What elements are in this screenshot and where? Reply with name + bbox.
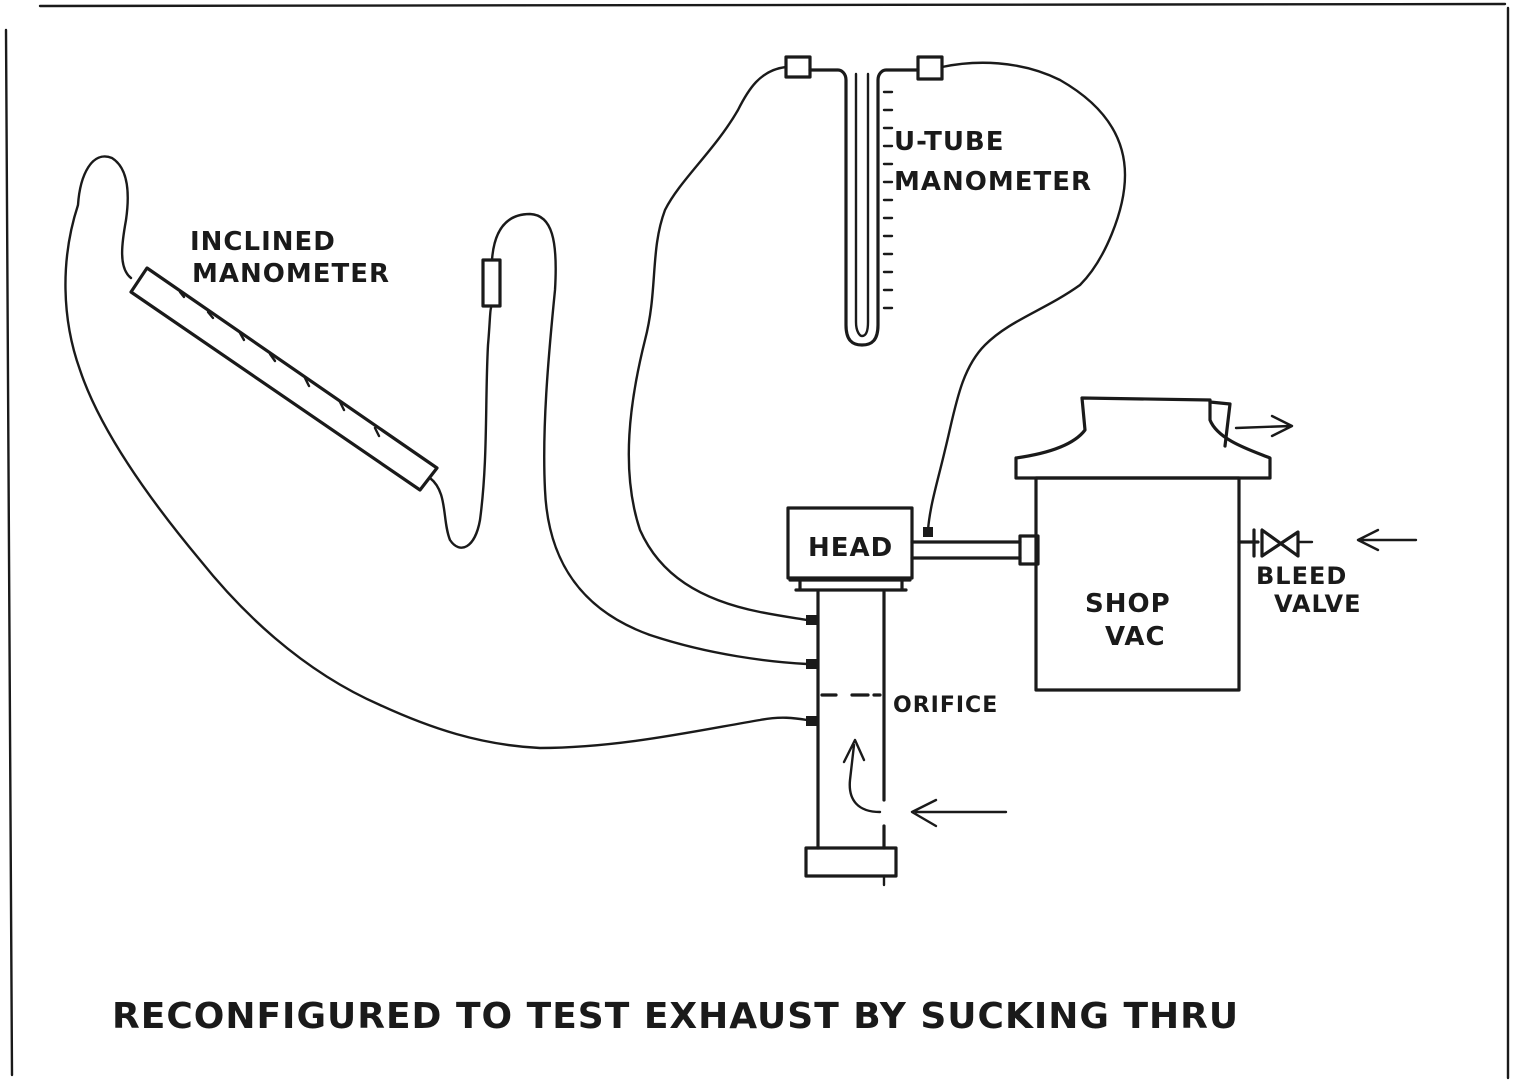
u-tube-scale-ticks	[882, 90, 894, 310]
hose-inclined-to-fitting	[428, 306, 493, 549]
inlet-flow-arrow	[910, 798, 1008, 828]
u-tube-right-coupling	[916, 55, 944, 81]
u-tube-manometer-label-line1: U-TUBE	[894, 127, 1005, 157]
hose-fitting-loop	[490, 212, 809, 666]
hose-utube-right-to-head	[926, 61, 1127, 532]
shop-vac-lid	[1014, 396, 1272, 480]
paper-edge-top	[38, 2, 1507, 8]
u-tube-inner	[854, 72, 870, 338]
shop-vac-body	[1034, 476, 1241, 692]
internal-flow-arrow	[842, 738, 882, 814]
inclined-manometer-label-line2: MANOMETER	[192, 259, 390, 289]
bleed-valve-bowtie	[1260, 528, 1300, 558]
bleed-valve-stub	[1237, 528, 1260, 558]
connecting-pipe	[910, 534, 1040, 566]
exhaust-arrow	[1234, 414, 1294, 438]
head-label: HEAD	[808, 533, 893, 563]
u-tube-glass	[808, 68, 920, 347]
orifice-tube: ORIFICE	[804, 590, 1008, 887]
u-tube-manometer-label-line2: MANOMETER	[894, 167, 1092, 197]
shop-vac-label-line2: VAC	[1105, 622, 1166, 652]
paper-edge-left	[4, 28, 14, 1077]
shop-vac-label-line1: SHOP	[1085, 589, 1171, 619]
inline-fitting	[481, 258, 502, 308]
bleed-valve-label-line1: BLEED	[1256, 562, 1347, 590]
inclined-manometer-tube	[129, 266, 439, 492]
pipe-coupling	[1018, 534, 1040, 566]
tap-lower	[806, 716, 818, 726]
u-tube-manometer	[784, 55, 944, 347]
engine-head: HEAD	[786, 506, 914, 592]
hose-inclined-to-lower-tap	[64, 155, 809, 750]
inclined-manometer	[129, 266, 439, 492]
tap-middle	[806, 659, 818, 669]
head-flange	[788, 578, 912, 592]
shop-vac-exhaust-port	[1208, 400, 1232, 448]
shop-vac: SHOP VAC	[1014, 396, 1294, 692]
bleed-valve-label-line2: VALVE	[1274, 590, 1361, 618]
diagram-caption: RECONFIGURED TO TEST EXHAUST BY SUCKING …	[112, 996, 1239, 1037]
head-hose-nipple	[923, 527, 933, 537]
pipe-walls	[910, 540, 1022, 560]
inclined-manometer-ticks	[178, 290, 381, 438]
bleed-inlet-arrow	[1356, 528, 1418, 552]
hose-utube-left-to-upper-tap	[627, 65, 809, 622]
u-tube-left-coupling	[784, 55, 812, 79]
orifice-tube-end-cap	[804, 846, 898, 878]
tap-upper	[806, 615, 818, 625]
bleed-valve: BLEED VALVE	[1237, 528, 1418, 618]
inclined-manometer-label-line1: INCLINED	[190, 227, 336, 257]
orifice-label: ORIFICE	[893, 693, 998, 718]
